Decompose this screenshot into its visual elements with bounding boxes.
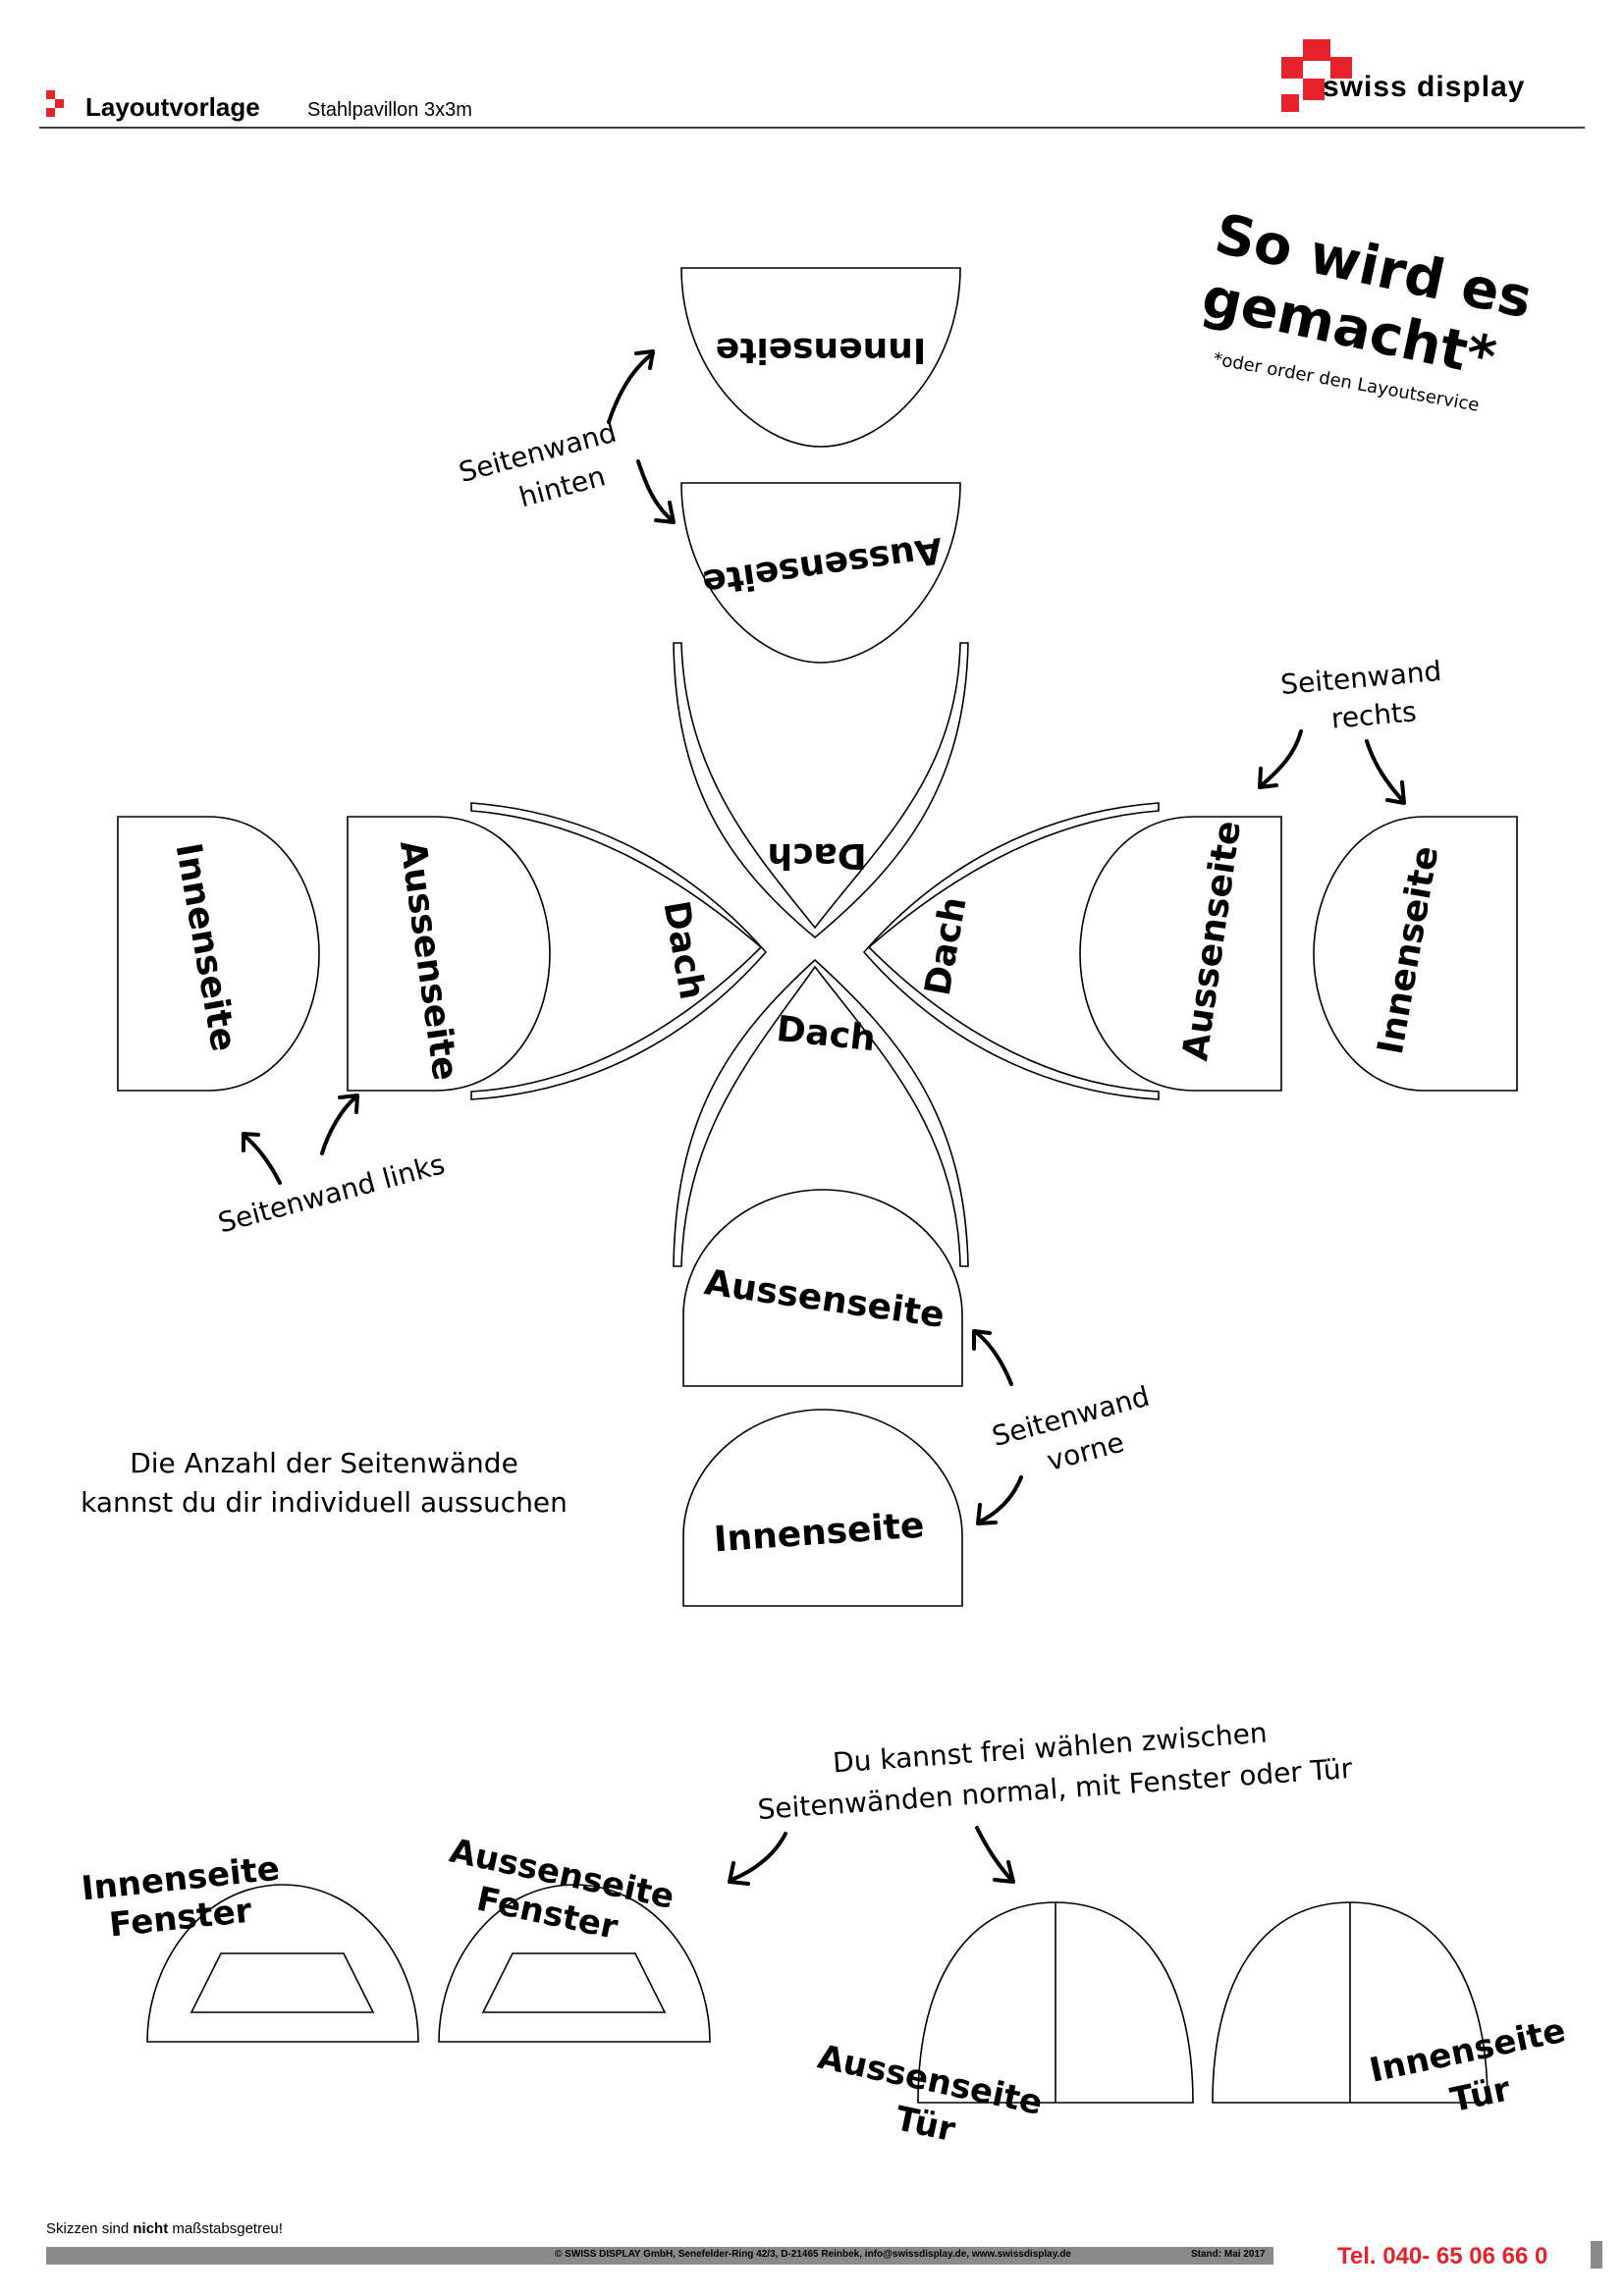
footer-phone: Tel. 040- 65 06 66 0 <box>1337 2243 1548 2269</box>
footer-stand: Stand: Mai 2017 <box>1191 2249 1266 2260</box>
panel-left-outer <box>347 816 551 1092</box>
arrow-right-right-icon <box>1365 739 1406 805</box>
brand-logo-mark <box>1281 39 1352 112</box>
arrow-front-up-icon <box>972 1329 1013 1386</box>
arrow-front-down-icon <box>976 1475 1023 1525</box>
panel-left-inner <box>117 816 320 1092</box>
label-dach-top: Dach <box>767 835 866 876</box>
panel-back-inner <box>680 267 961 448</box>
inner-door-line2: Tür <box>1447 2069 1514 2120</box>
panel-outer-window <box>438 1884 711 2043</box>
roof-left <box>470 802 768 1100</box>
window-opening-outer <box>481 1952 667 2013</box>
label-left-inner: Innenseite <box>168 840 244 1054</box>
brand-name: swiss display <box>1323 71 1526 103</box>
roof-bottom <box>673 958 969 1267</box>
footer-square <box>1591 2241 1602 2269</box>
panel-right-inner <box>1313 816 1518 1092</box>
page-subtitle: Stahlpavillon 3x3m <box>307 99 472 121</box>
outer-door-line2: Tür <box>892 2099 958 2150</box>
label-dach-right: Dach <box>918 894 975 999</box>
panel-inner-window <box>146 1884 419 2043</box>
count-note-line2: kannst du dir individuell aussuchen <box>81 1486 568 1519</box>
label-back-outer: Aussenseite <box>700 529 946 603</box>
count-note-line1: Die Anzahl der Seitenwände <box>130 1447 518 1479</box>
arrow-choice-left-icon <box>728 1832 787 1886</box>
window-opening-inner <box>189 1952 375 2013</box>
scale-note-post: maßstabsgetreu! <box>168 2220 283 2237</box>
roof-top <box>673 642 969 939</box>
label-dach-bottom: Dach <box>775 1009 878 1059</box>
wall-left-label: Seitenwand links <box>215 1148 449 1239</box>
label-front-outer: Aussenseite <box>702 1262 947 1336</box>
arrow-left-up2-icon <box>320 1094 359 1155</box>
header-mark <box>46 90 64 117</box>
label-left-outer: Aussenseite <box>392 838 465 1084</box>
panel-front-outer <box>682 1189 963 1387</box>
label-right-outer: Aussenseite <box>1175 819 1249 1064</box>
footer-address: © SWISS DISPLAY GmbH, Senefelder-Ring 42… <box>555 2249 1071 2260</box>
arrow-left-up1-icon <box>242 1132 282 1185</box>
scale-note: Skizzen sind nicht maßstabsgetreu! <box>46 2220 283 2237</box>
arrow-back-down-icon <box>636 459 676 524</box>
panel-front-inner <box>682 1409 963 1607</box>
scale-note-bold: nicht <box>133 2220 169 2237</box>
arrow-back-up-icon <box>607 349 655 424</box>
arrows <box>242 349 1406 1886</box>
wall-right-line2: rechts <box>1329 695 1417 734</box>
footer-bar <box>46 2247 1273 2265</box>
label-front-inner: Innenseite <box>713 1506 926 1561</box>
panels <box>117 267 1518 2104</box>
label-right-inner: Innenseite <box>1371 843 1447 1057</box>
panel-right-outer <box>1079 816 1282 1092</box>
page-title: Layoutvorlage <box>85 92 260 122</box>
roof-right <box>862 802 1160 1100</box>
arrow-choice-down-icon <box>975 1826 1015 1884</box>
arrow-right-left-icon <box>1258 729 1303 789</box>
label-back-inner: Innenseite <box>716 330 927 370</box>
wall-right-line1: Seitenwand <box>1279 655 1443 701</box>
scale-note-pre: Skizzen sind <box>46 2220 134 2237</box>
panel-back-outer <box>680 482 961 664</box>
label-dach-left: Dach <box>655 898 712 1003</box>
